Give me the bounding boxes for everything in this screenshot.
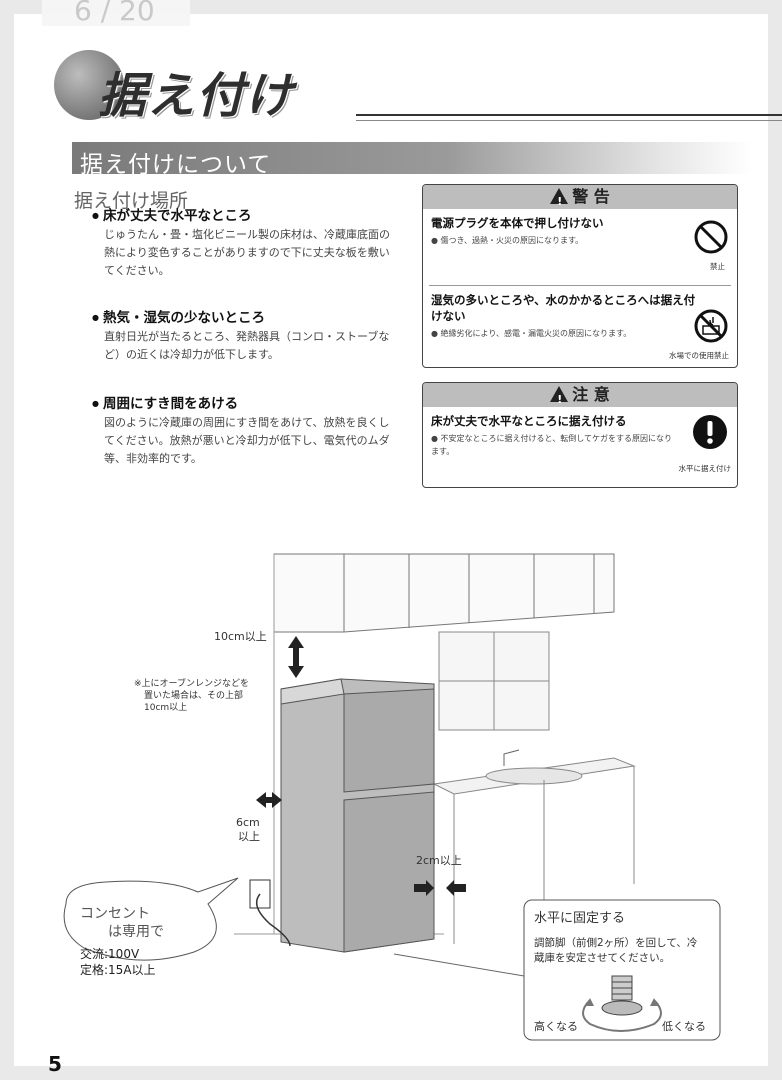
caution-item: 床が丈夫で水平なところに据え付ける 不安定なところに据え付けると、転倒してケガを…	[423, 407, 737, 491]
bullet-body: 図のように冷蔵庫の周囲にすき間をあけて、放熱を良くしてください。放熱が悪いと冷却…	[104, 416, 390, 465]
bullet-item: 熱気・湿気の少ないところ 直射日光が当たるところ、発熱器具（コンロ・ストーブなど…	[92, 306, 392, 364]
warning-item-heading: 電源プラグを本体で押し付けない	[431, 216, 604, 230]
pointer-line	[393, 953, 525, 977]
installation-diagram: 10cm以上 ※上にオーブンレンジなどを 置いた場合は、その上部 10cm以上 …	[63, 553, 721, 1041]
warning-header: 警 告	[423, 185, 737, 214]
kitchen-cabinet-upper	[273, 553, 615, 633]
warning-item: 電源プラグを本体で押し付けない 傷つき、過熱・火災の原因になります。 禁止	[423, 209, 737, 285]
warning-item-body: 傷つき、過熱・火災の原因になります。	[431, 234, 676, 247]
outlet	[249, 879, 291, 947]
prohibited-icon-label: 禁止	[710, 262, 725, 271]
outlet-rating: 定格:15A以上	[80, 962, 156, 977]
prohibited-icon	[694, 220, 728, 254]
warning-header-label: 警 告	[572, 187, 610, 206]
bullet-item: 周囲にすき間をあける 図のように冷蔵庫の周囲にすき間をあけて、放熱を良くしてくだ…	[92, 392, 392, 468]
bullet-body: じゅうたん・畳・塩化ビニール製の床材は、冷蔵庫底面の熱により変色することがありま…	[104, 228, 390, 277]
window	[438, 631, 550, 731]
warning-triangle-icon	[550, 188, 569, 214]
level-right-label: 低くなる	[662, 1020, 706, 1033]
no-water-icon-label: 水場での使用禁止	[669, 351, 729, 360]
level-box: 水平に固定する 調節脚（前側2ヶ所）を回して、冷 蔵庫を安定させてください。 高…	[523, 899, 721, 1041]
page-header: 据え付け	[54, 50, 782, 130]
bullet-heading: 周囲にすき間をあける	[92, 392, 392, 412]
warning-item: 湿気の多いところや、水のかかるところへは据え付けない 絶縁劣化により、感電・漏電…	[423, 286, 737, 372]
title-rule	[356, 114, 782, 116]
page-number: 5	[48, 1052, 62, 1076]
rotate-arrow-right-icon	[650, 998, 658, 1006]
caution-header-label: 注 意	[572, 385, 610, 404]
adjustable-foot-icon	[582, 975, 662, 1032]
warning-item-heading: 湿気の多いところや、水のかかるところへは据え付けない	[431, 293, 696, 323]
level-box-title: 水平に固定する	[534, 911, 625, 926]
sink-counter	[432, 749, 636, 944]
right-clearance-label: 2cm以上	[416, 854, 462, 867]
warning-item-body: 絶縁劣化により、感電・漏電火災の原因になります。	[431, 327, 676, 340]
no-water-icon	[694, 309, 728, 343]
refrigerator	[280, 678, 435, 953]
outlet-voltage: 交流:100V	[80, 946, 140, 961]
outlet-callout-title: コンセント	[80, 906, 150, 922]
bullet-item: 床が丈夫で水平なところ じゅうたん・畳・塩化ビニール製の床材は、冷蔵庫底面の熱に…	[92, 204, 392, 280]
top-clearance-arrow	[288, 636, 304, 678]
rotate-arrow-left-icon	[586, 998, 594, 1006]
caution-box: 注 意 床が丈夫で水平なところに据え付ける 不安定なところに据え付けると、転倒し…	[422, 382, 738, 488]
section-title: 据え付けについて	[80, 152, 272, 178]
right-clearance-arrow-left	[414, 880, 434, 896]
section-heading-bar: 据え付けについて	[72, 142, 752, 178]
page-counter: 6 / 20	[42, 0, 190, 26]
caution-item-heading: 床が丈夫で水平なところに据え付ける	[431, 414, 627, 428]
exclamation-icon	[693, 415, 727, 449]
caution-triangle-icon	[550, 386, 569, 412]
page-title: 据え付け	[98, 68, 295, 124]
level-box-body: 調節脚（前側2ヶ所）を回して、冷 蔵庫を安定させてください。	[534, 936, 701, 964]
bullet-heading: 熱気・湿気の少ないところ	[92, 306, 392, 326]
divider	[429, 285, 731, 286]
clearance-arrows	[256, 636, 466, 896]
manual-page: 据え付け 据え付けについて 据え付け場所 床が丈夫で水平なところ じゅうたん・畳…	[14, 14, 782, 1076]
outlet-callout-subtitle: は専用で	[108, 924, 164, 940]
bullet-heading: 床が丈夫で水平なところ	[92, 204, 392, 224]
title-circle-decoration	[54, 50, 124, 120]
caution-item-body: 不安定なところに据え付けると、転倒してケガをする原因になります。	[431, 432, 676, 458]
warning-box: 警 告 電源プラグを本体で押し付けない 傷つき、過熱・火災の原因になります。 禁…	[422, 184, 738, 368]
side-clearance-arrow	[256, 792, 282, 808]
top-clearance-label: 10cm以上	[214, 630, 267, 643]
exclamation-icon-label: 水平に据え付け	[678, 464, 732, 473]
top-clearance-note: ※上にオーブンレンジなどを 置いた場合は、その上部 10cm以上	[134, 677, 252, 713]
level-left-label: 高くなる	[534, 1019, 578, 1033]
right-clearance-arrow-right	[446, 880, 466, 896]
title-rule-thin	[356, 120, 782, 121]
caution-header: 注 意	[423, 383, 737, 412]
outlet-callout: コンセント は専用で 交流:100V 定格:15A以上	[63, 877, 239, 977]
side-clearance-label: 6cm 以上	[236, 816, 263, 843]
bullet-body: 直射日光が当たるところ、発熱器具（コンロ・ストーブなど）の近くは冷却力が低下しま…	[104, 330, 390, 361]
